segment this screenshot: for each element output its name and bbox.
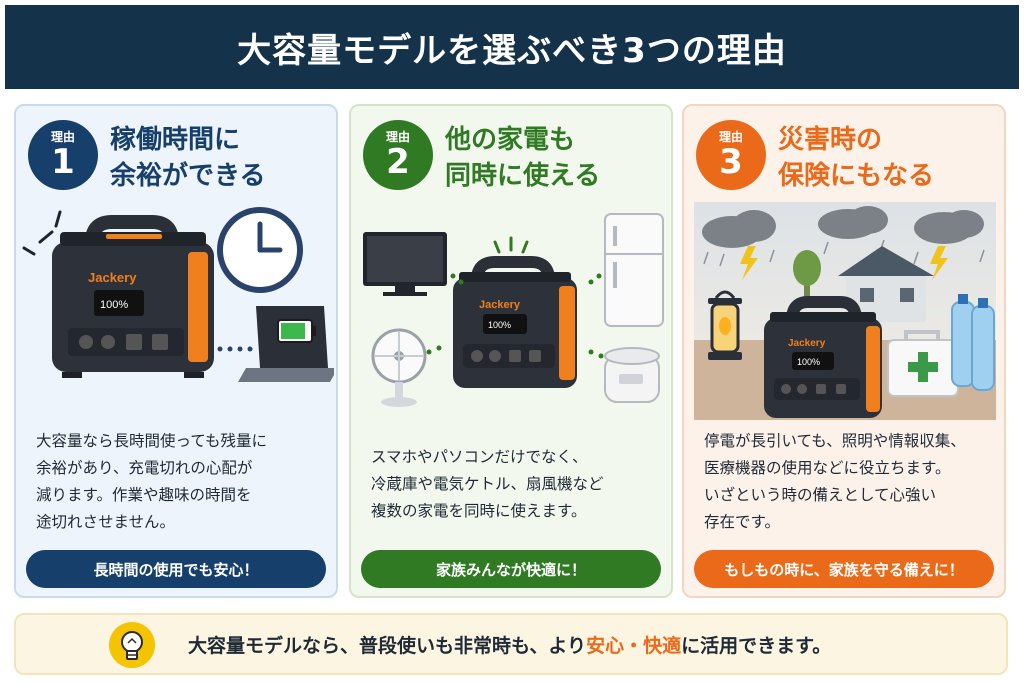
power-station-icon: Jackery 100% xyxy=(764,296,882,418)
attention-lines xyxy=(493,236,529,254)
reason-tagline-button: もしもの時に、家族を守る備えに！ xyxy=(694,550,994,588)
tv-icon xyxy=(363,232,447,296)
first-aid-kit-icon xyxy=(887,330,959,397)
svg-text:100%: 100% xyxy=(797,357,820,367)
lantern-icon xyxy=(708,290,742,360)
power-station-icon: Jackery 100% xyxy=(453,256,577,388)
fan-icon xyxy=(371,328,427,407)
card-title: 災害時の 保険にもなる xyxy=(778,125,935,191)
card-title: 稼働時間に 余裕ができる xyxy=(110,125,266,191)
illustration-power-and-laptop: Jackery 100% xyxy=(22,207,334,382)
svg-text:Jackery: Jackery xyxy=(479,299,521,311)
footer-summary: 大容量モデルなら、普段使いも非常時も、より安心・快適に活用できます。 xyxy=(14,613,1008,675)
dotted-connectors xyxy=(426,273,604,359)
svg-text:100%: 100% xyxy=(100,299,128,311)
card-body-text: 停電が長引いても、照明や情報収集、 医療機器の使用などに役立ちます。 いざという… xyxy=(704,432,966,531)
reason-card-1: 理由 1 稼働時間に 余裕ができる Jackery 100% xyxy=(14,104,338,598)
attention-lines xyxy=(22,210,62,256)
svg-text:100%: 100% xyxy=(488,320,511,330)
reason-tagline-button: 長時間の使用でも安心！ xyxy=(26,550,326,588)
reason-number-badge: 理由 2 xyxy=(363,120,433,190)
header-banner: 大容量モデルを選ぶべき3つの理由 xyxy=(5,5,1019,89)
storm-clouds-icon xyxy=(702,206,984,248)
card-title: 他の家電も 同時に使える xyxy=(445,125,601,191)
illustration-multiple-appliances: Jackery 100% xyxy=(363,213,664,407)
card-body-text: 大容量なら長時間使っても残量に 余裕があり、充電切れの心配が 減ります。作業や趣… xyxy=(36,432,267,531)
footer-text: 大容量モデルなら、普段使いも非常時も、より安心・快適に活用できます。 xyxy=(188,635,832,657)
reason-tagline-button: 家族みんなが快適に！ xyxy=(361,550,661,588)
reason-number-badge: 理由 1 xyxy=(28,120,98,190)
lightbulb-icon xyxy=(109,622,155,668)
power-station-icon: Jackery 100% xyxy=(52,215,214,378)
rice-cooker-icon xyxy=(604,347,660,403)
house-icon xyxy=(793,246,934,322)
dotted-connector xyxy=(217,346,253,352)
svg-text:Jackery: Jackery xyxy=(788,338,826,349)
illustration-disaster-preparedness: Jackery 100% xyxy=(694,202,996,420)
brand-label: Jackery xyxy=(88,270,137,285)
lightning-icons xyxy=(740,246,948,280)
page-title: 大容量モデルを選ぶべき3つの理由 xyxy=(237,30,787,71)
reason-card-2: 理由 2 他の家電も 同時に使える Jackery 100% xyxy=(349,104,673,598)
reason-number-badge: 理由 3 xyxy=(696,120,766,190)
reason-card-3: 理由 3 災害時の 保険にもなる xyxy=(682,104,1006,598)
clock-icon xyxy=(217,207,303,293)
laptop-icon xyxy=(238,306,334,382)
card-body-text: スマホやパソコンだけでなく、 冷蔵庫や電気ケトル、扇風機など 複数の家電を同時に… xyxy=(371,448,604,520)
water-bottles-icon xyxy=(951,294,995,391)
refrigerator-icon xyxy=(604,213,664,327)
